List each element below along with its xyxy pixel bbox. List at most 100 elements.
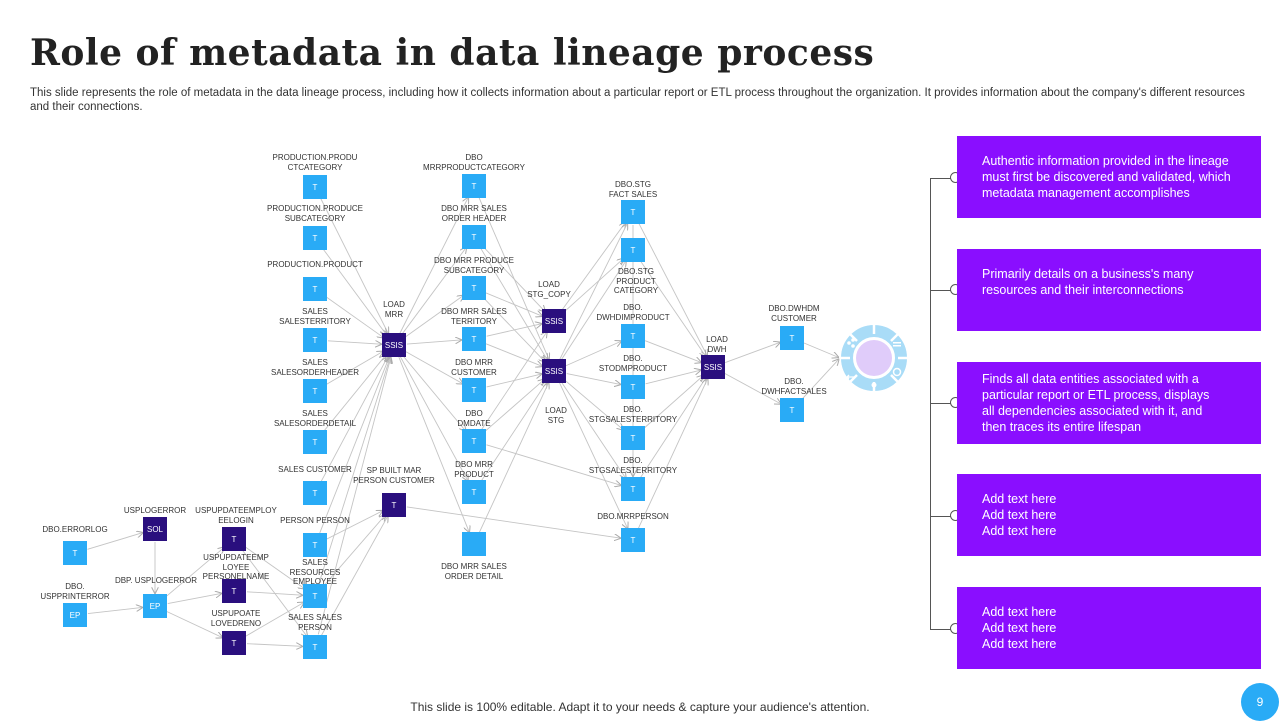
bracket-tick	[930, 290, 957, 291]
connector-line	[639, 378, 706, 479]
footer-note: This slide is 100% editable. Adapt it to…	[410, 700, 870, 714]
table-node: T	[462, 225, 486, 249]
table-node: T	[303, 328, 327, 352]
page-number: 9	[1241, 683, 1279, 721]
table-node: T	[222, 527, 246, 551]
connector-line	[486, 324, 542, 337]
table-node: T	[621, 200, 645, 224]
connector-line	[322, 355, 386, 433]
table-node: T	[621, 324, 645, 348]
connector-line	[398, 356, 469, 532]
connector-line	[401, 354, 465, 431]
table-node: T	[621, 426, 645, 450]
connector-line	[322, 248, 387, 334]
connector-line	[320, 516, 387, 636]
table-node: T	[621, 528, 645, 552]
table-node: T	[222, 631, 246, 655]
connector-line	[561, 223, 626, 311]
connector-line	[244, 546, 305, 588]
page-title: Role of metadata in data lineage process	[30, 32, 875, 74]
connector-line	[167, 593, 221, 605]
connector-line	[559, 224, 627, 360]
connector-line	[320, 356, 388, 482]
table-node: T	[621, 238, 645, 262]
table-node	[462, 532, 486, 556]
connector-line	[406, 340, 461, 345]
connector-line	[644, 340, 701, 363]
connector-line	[480, 332, 547, 431]
connector-line	[87, 533, 142, 550]
connector-line	[401, 247, 467, 335]
bracket-tick	[930, 629, 957, 630]
connector-line	[566, 373, 621, 385]
refresh-icon	[892, 367, 902, 377]
connector-line	[327, 341, 381, 344]
connector-line	[399, 356, 468, 480]
connector-line	[482, 246, 545, 311]
table-node: T	[780, 398, 804, 422]
connector-line	[563, 379, 623, 429]
connector-line	[724, 372, 780, 404]
node-label-dbo-stgsalesterritory2: DBO.STGSALESTERRITORY	[588, 456, 678, 475]
node-label-usplogerror: USPLOGERROR	[123, 506, 187, 515]
share-icon	[847, 338, 855, 348]
table-node: T	[303, 584, 327, 608]
connector-line	[483, 380, 544, 433]
circle-center	[856, 340, 892, 376]
table-node: T	[621, 375, 645, 399]
connector-line	[404, 296, 464, 338]
connector-line	[563, 259, 624, 313]
connector-line	[560, 381, 626, 478]
table-node: T	[462, 276, 486, 300]
bracket-tick	[930, 178, 957, 179]
ssis-node: SSIS	[382, 333, 406, 357]
table-node: T	[303, 430, 327, 454]
connector-line	[406, 506, 620, 538]
arrows-icon	[846, 374, 855, 380]
table-node: T	[780, 326, 804, 350]
menu-icon	[893, 342, 901, 347]
lightbulb-icon	[871, 382, 877, 388]
sol-node: SOL	[143, 517, 167, 541]
ssis-node: SSIS	[542, 309, 566, 333]
connector-line	[87, 607, 142, 614]
table-node: T	[303, 226, 327, 250]
node-label-dbo-stodmproduct: DBO.STODMPRODUCT	[598, 354, 668, 373]
connector-line	[399, 198, 468, 334]
ep-node: EP	[63, 603, 87, 627]
connector-line	[326, 511, 383, 540]
table-node: T	[222, 579, 246, 603]
info-icon	[873, 327, 875, 333]
connector-line	[320, 198, 388, 334]
connector-line	[485, 292, 542, 316]
node-label-dbo-uspprinterror: DBO.USPPRINTERROR	[40, 582, 110, 601]
connector-line	[318, 357, 390, 584]
connector-line	[638, 379, 707, 529]
connector-line	[480, 382, 547, 482]
connector-line	[323, 515, 386, 587]
table-node: T	[303, 481, 327, 505]
